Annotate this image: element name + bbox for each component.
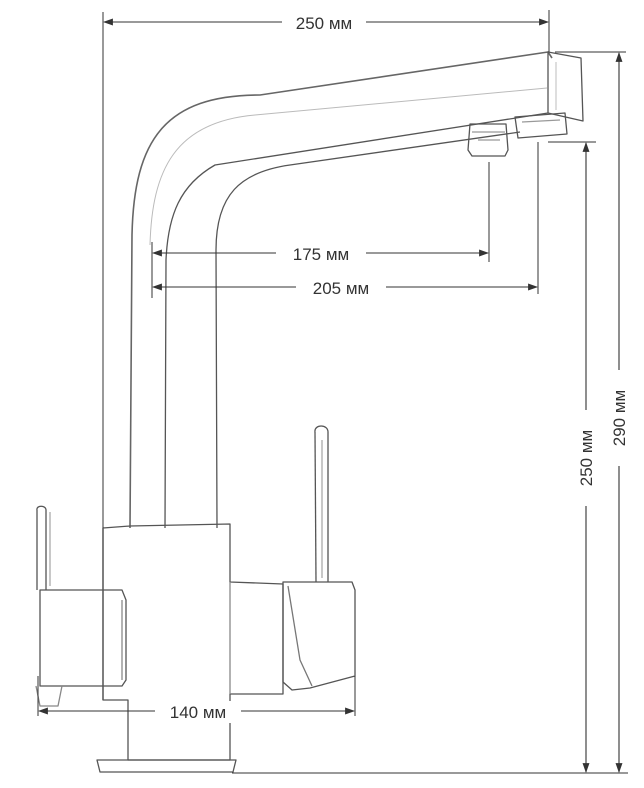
label-top-width: 250 мм xyxy=(296,14,352,33)
dimension-labels: 250 мм 175 мм 205 мм 140 мм 250 мм 290 м… xyxy=(170,14,629,722)
faucet-sketch xyxy=(35,51,584,773)
extension-lines xyxy=(37,10,628,774)
label-backgrounds xyxy=(155,12,630,723)
faucet-body xyxy=(96,523,284,773)
label-spout-reach-outer: 205 мм xyxy=(313,279,369,298)
label-height-outlet: 250 мм xyxy=(577,430,596,486)
outlet-nozzles xyxy=(467,112,568,157)
label-total-height: 290 мм xyxy=(610,390,629,446)
left-handle xyxy=(35,505,127,707)
label-body-width: 140 мм xyxy=(170,703,226,722)
label-spout-reach-inner: 175 мм xyxy=(293,245,349,264)
right-handle xyxy=(282,425,356,691)
